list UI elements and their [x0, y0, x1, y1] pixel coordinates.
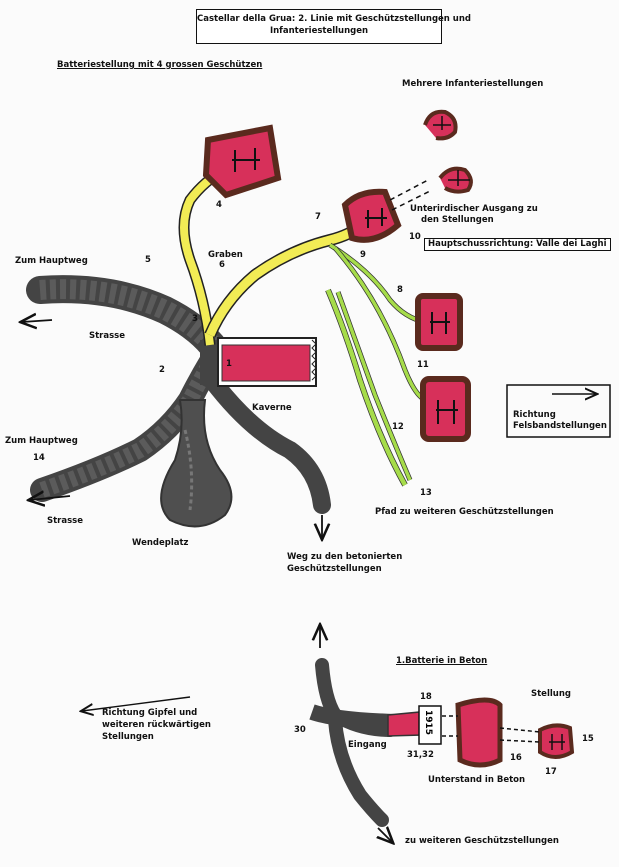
num-13: 13	[420, 488, 432, 498]
label-infantry: Mehrere Infanteriestellungen	[402, 79, 544, 89]
wendeplatz-area	[160, 399, 233, 528]
label-underground-2: den Stellungen	[421, 215, 494, 225]
num-17: 17	[545, 767, 557, 777]
infantry-position-2	[438, 166, 473, 194]
label-direction-1: Richtung	[513, 410, 556, 420]
title-line-1: Castellar della Grua: 2. Linie mit Gesch…	[197, 14, 471, 24]
label-stellung: Stellung	[531, 689, 571, 699]
label-weg-1: Weg zu den betonierten	[287, 552, 403, 562]
gun-emplacement-11	[415, 293, 463, 351]
label-strasse-2: Strasse	[47, 516, 83, 526]
weg-betoniert-road	[203, 371, 331, 514]
underground-exit	[389, 179, 433, 211]
upper-road	[26, 275, 226, 359]
label-zum-hauptweg-2: Zum Hauptweg	[5, 436, 78, 446]
label-direction-2: Felsbandstellungen	[513, 421, 607, 431]
arrow-further	[378, 828, 392, 842]
infantry-position-1	[423, 109, 458, 141]
num-16: 16	[510, 753, 522, 763]
kaverne	[217, 337, 317, 387]
felsband-box	[506, 384, 611, 438]
num-1: 1	[226, 359, 232, 369]
graben-trench	[178, 165, 366, 346]
label-zum-hauptweg-1: Zum Hauptweg	[15, 256, 88, 266]
label-wendeplatz: Wendeplatz	[132, 538, 189, 548]
arrow-zum-hauptweg-1	[22, 320, 53, 322]
gun-emplacement-4	[202, 124, 282, 199]
label-summit-3: Stellungen	[102, 732, 154, 742]
label-weg-2: Geschützstellungen	[287, 564, 382, 574]
label-battery: Batteriestellung mit 4 grossen Geschütze…	[57, 60, 263, 70]
num-11: 11	[417, 360, 429, 370]
num-12: 12	[392, 422, 404, 432]
label-kaverne: Kaverne	[252, 403, 292, 413]
year-stone	[418, 705, 442, 745]
num-30: 30	[294, 725, 306, 735]
year-stone-text: 1915	[423, 710, 433, 735]
gun-emplacement-12	[420, 376, 471, 442]
num-14: 14	[33, 453, 45, 463]
num-15: 15	[582, 734, 594, 744]
road-junction	[200, 340, 222, 385]
stellung-15-gun	[549, 734, 565, 750]
num-3: 3	[192, 314, 198, 324]
num-5: 5	[145, 255, 151, 265]
num-31-32: 31,32	[407, 750, 434, 760]
label-main-direction: Hauptschussrichtung: Valle dei Laghi	[424, 238, 611, 251]
num-2: 2	[159, 365, 165, 375]
arrow-zum-hauptweg-2	[30, 496, 71, 500]
num-9: 9	[360, 250, 366, 260]
unterstand-beton	[455, 697, 503, 768]
beton-road	[309, 658, 397, 827]
eingang-entrance	[387, 711, 423, 737]
num-7: 7	[315, 212, 321, 222]
num-4: 4	[216, 200, 222, 210]
label-strasse-1: Strasse	[89, 331, 125, 341]
label-summit-1: Richtung Gipfel und	[102, 708, 198, 718]
label-pfad: Pfad zu weiteren Geschützstellungen	[375, 507, 554, 517]
num-18: 18	[420, 692, 432, 702]
label-unterstand: Unterstand in Beton	[428, 775, 526, 785]
arrow-gipfel	[82, 696, 191, 711]
label-battery-concrete: 1.Batterie in Beton	[396, 656, 488, 666]
label-eingang: Eingang	[348, 740, 387, 750]
label-summit-2: weiteren rückwärtigen	[102, 720, 211, 730]
title-line-2: Infanteriestellungen	[269, 26, 369, 36]
title-box: Castellar della Grua: 2. Linie mit Gesch…	[196, 9, 471, 44]
label-graben: Graben	[208, 250, 243, 260]
stellung-15	[538, 723, 575, 759]
num-10: 10	[409, 232, 421, 242]
num-6: 6	[219, 260, 225, 270]
num-8: 8	[397, 285, 403, 295]
green-paths	[325, 242, 427, 487]
lower-road	[30, 348, 224, 502]
label-further: zu weiteren Geschützstellungen	[405, 836, 559, 846]
label-underground-1: Unterirdischer Ausgang zu	[410, 204, 538, 214]
gun-emplacement-10	[341, 188, 402, 243]
beton-dashed-link-1	[442, 715, 541, 743]
